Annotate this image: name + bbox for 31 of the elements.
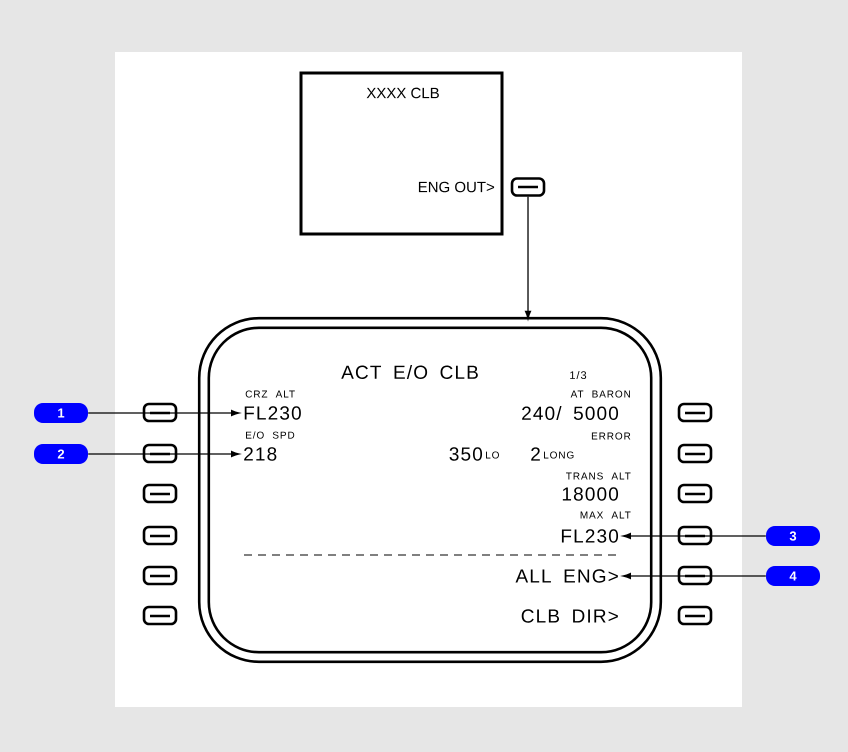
callout-number: 4 [766,566,820,586]
prompt-text: CLB DIR> [522,609,618,623]
callout-number: 1 [34,403,88,423]
prompt-text: ENG OUT> [418,182,494,192]
key [510,177,546,197]
unit-text: LONG [544,451,574,459]
callout-number: 3 [766,526,820,546]
field-label: ERROR [592,432,630,440]
field-label: MAX ALT [580,512,631,518]
data-field: 18000 [562,487,618,501]
data-field: 218 [244,447,276,461]
data-field: 240/ 5000 [522,406,618,420]
arrow [88,410,240,416]
field-label: E/O SPD [246,431,294,439]
arrow [524,196,532,320]
data-field: ALL ENG> [516,569,618,583]
field-label: AT BARON [570,390,630,398]
unit-text: LO [486,451,499,459]
field-label: TRANS ALT [566,472,631,480]
page-title: ACT E/O CLB [341,365,478,379]
data-field: FL230 [244,406,301,420]
data-field: FL230 [562,529,618,543]
page-number: 1/3 [570,370,586,380]
callout-number: 2 [34,444,88,464]
data-field: 2 [531,447,540,461]
arrow [88,450,240,458]
page-title: XXXX CLB [366,88,439,98]
arrow [622,532,766,540]
data-field: 350 [450,447,482,461]
field-label: CRZ ALT [246,390,295,398]
arrow [622,572,766,580]
